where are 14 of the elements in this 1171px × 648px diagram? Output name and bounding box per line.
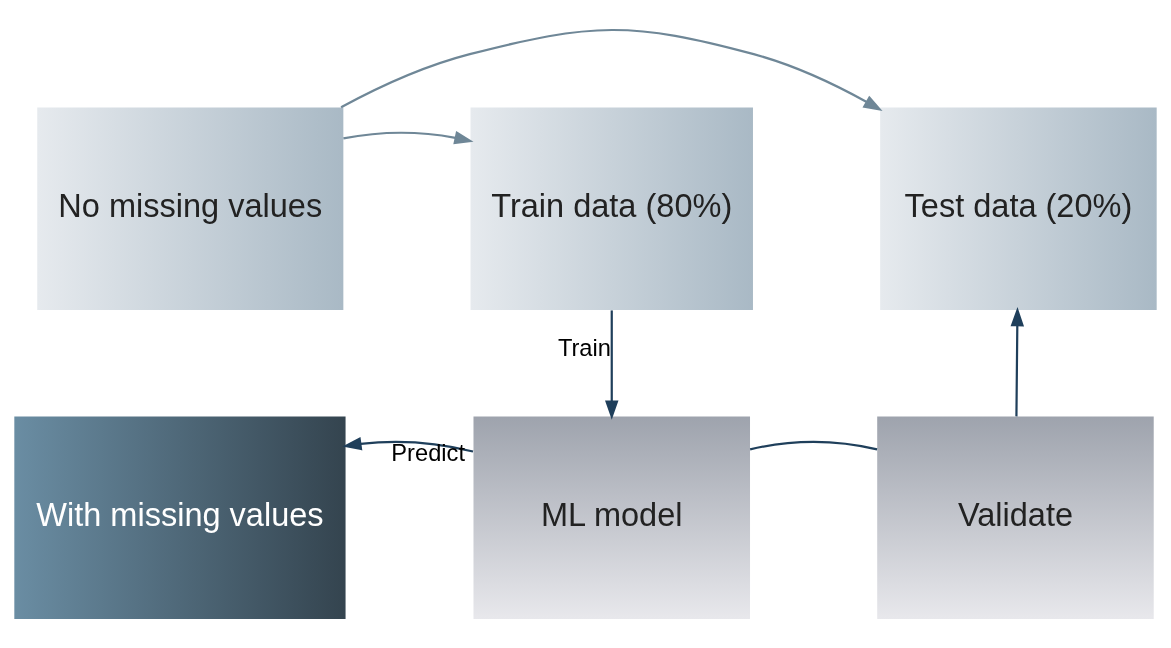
node-box: Validate [877, 416, 1154, 619]
arrow [343, 130, 474, 144]
node-box: Test data (20%) [880, 106, 1157, 310]
arrow [340, 28, 883, 111]
arrow [605, 309, 619, 420]
node-box: No missing values [37, 106, 344, 310]
node-box: With missing values [14, 416, 346, 619]
node-box: ML model [473, 416, 750, 619]
connector [749, 440, 878, 450]
node-box: Train data (80%) [470, 106, 753, 310]
edge-label: Predict [391, 439, 465, 466]
edge-label: Train [557, 334, 611, 361]
arrow [1010, 306, 1025, 416]
arrow [342, 436, 474, 453]
